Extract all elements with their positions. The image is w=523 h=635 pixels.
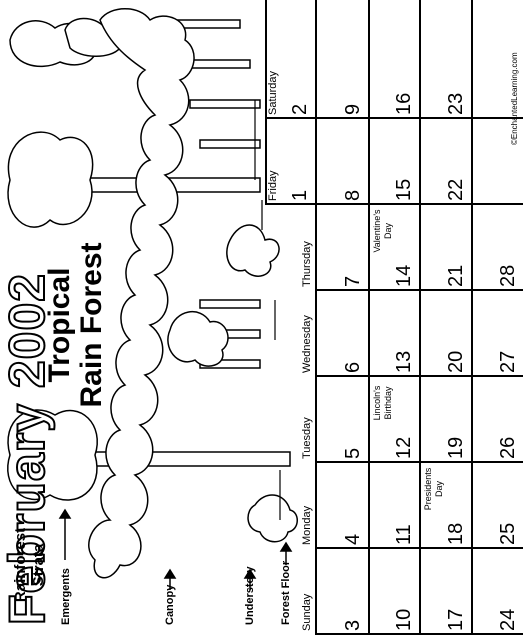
strata-heading-line-2: Strata <box>30 543 47 587</box>
layer-label-understory: Understory <box>244 566 256 625</box>
date-13: 13 <box>393 350 415 373</box>
date-11: 11 <box>393 524 415 545</box>
date-5: 5 <box>342 447 364 459</box>
grid-line-v <box>265 117 523 119</box>
subtitle-line-1: Tropical <box>43 267 76 383</box>
layer-label-emergents: Emergents <box>60 568 72 625</box>
date-1: 1 <box>289 189 311 201</box>
date-20: 20 <box>445 350 467 373</box>
weekday-header-tuesday: Tuesday <box>301 417 313 459</box>
weekday-header-monday: Monday <box>301 505 313 545</box>
grid-line-h <box>315 0 317 635</box>
date-10: 10 <box>393 608 415 631</box>
emergent-crown-1 <box>7 131 94 228</box>
date-4: 4 <box>342 533 364 545</box>
date-23: 23 <box>445 92 467 115</box>
date-26: 26 <box>497 436 519 459</box>
date-27: 27 <box>497 350 519 373</box>
date-3: 3 <box>342 619 364 631</box>
valentines-day-line-1: Valentine's <box>372 209 382 253</box>
date-28: 28 <box>497 264 519 287</box>
date-14: 14 <box>393 264 415 287</box>
calendar-grid: Sunday Monday Tuesday Wednesday Thursday Frid… <box>265 0 523 635</box>
weekday-header-friday: Friday <box>267 170 279 201</box>
subtitle-line-2: Rain Forest <box>75 242 108 408</box>
date-7: 7 <box>342 275 364 287</box>
date-15: 15 <box>393 178 415 201</box>
date-17: 17 <box>445 608 467 631</box>
date-24: 24 <box>497 608 519 631</box>
grid-line-v <box>315 375 523 377</box>
grid-line-h <box>471 0 473 635</box>
understory-plant-2 <box>247 494 298 543</box>
understory-plant-3 <box>167 311 229 367</box>
canopy-trees <box>88 8 195 579</box>
weekday-header-saturday: Saturday <box>267 70 279 115</box>
presidents-day-line-1: Presidents <box>423 467 433 511</box>
weekday-header-wednesday: Wednesday <box>301 315 313 373</box>
understory-plant-1 <box>226 224 280 277</box>
date-12: 12 <box>393 436 415 459</box>
emergent-crown-2 <box>7 409 98 501</box>
date-18: 18 <box>445 522 467 545</box>
date-21: 21 <box>445 264 467 287</box>
grid-line-v <box>265 203 523 205</box>
grid-line-v <box>315 547 523 549</box>
weekday-header-thursday: Thursday <box>301 241 313 287</box>
grid-line-h <box>419 0 421 635</box>
grid-line-v <box>315 461 523 463</box>
date-25: 25 <box>497 522 519 545</box>
lincolns-birthday-line-2: Birthday <box>383 386 393 420</box>
date-22: 22 <box>445 178 467 201</box>
grid-line-h <box>368 0 370 635</box>
strata-heading-line-1: Rainforest <box>12 527 29 603</box>
date-9: 9 <box>342 103 364 115</box>
layer-label-canopy: Canopy <box>164 584 176 625</box>
date-8: 8 <box>342 189 364 201</box>
lincolns-birthday-line-1: Lincoln's <box>372 385 382 421</box>
date-16: 16 <box>393 92 415 115</box>
date-19: 19 <box>445 436 467 459</box>
valentines-day-line-2: Day <box>383 223 393 240</box>
grid-line-v <box>315 289 523 291</box>
date-2: 2 <box>289 103 311 115</box>
presidents-day-line-2: Day <box>434 481 444 498</box>
date-6: 6 <box>342 361 364 373</box>
weekday-header-sunday: Sunday <box>301 593 313 631</box>
